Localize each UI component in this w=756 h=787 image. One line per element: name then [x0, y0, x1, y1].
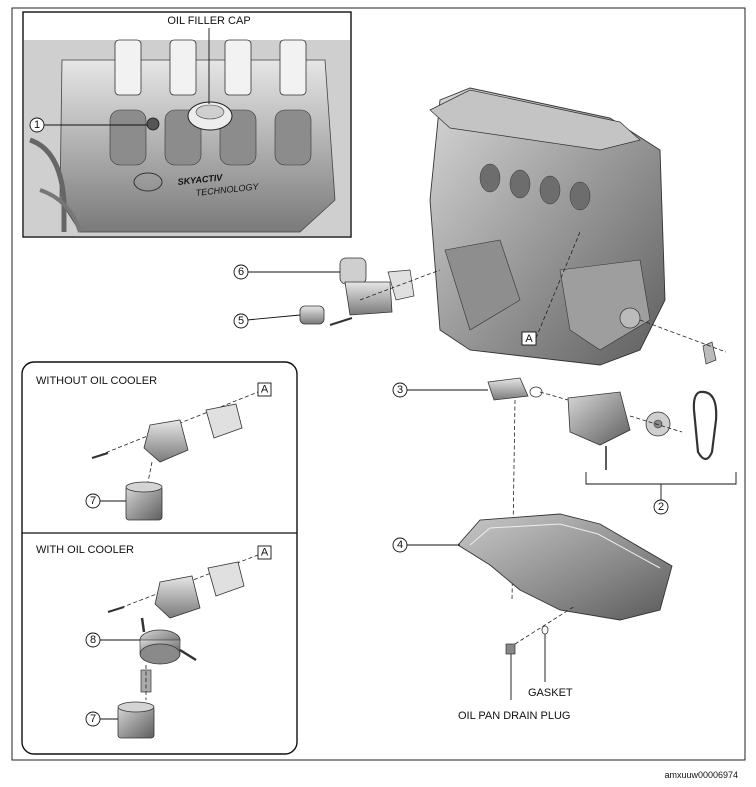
figure-id: amxuuw00006974	[664, 770, 738, 780]
oil-filter-7b	[117, 701, 155, 739]
callout-3: 3	[397, 384, 403, 396]
callout-4: 4	[397, 539, 403, 551]
emblem-line1: SKYACTIV	[177, 172, 224, 187]
part-5-pressure-switch	[299, 305, 325, 325]
callout-8: 8	[90, 634, 96, 646]
callout-1: 1	[34, 119, 40, 131]
ref-mark-a-main: A	[525, 333, 533, 345]
callout-1-circle	[29, 117, 45, 133]
callout-7a-circle	[85, 493, 101, 509]
ref-mark-a-without: A	[261, 384, 269, 396]
gasket-part	[541, 625, 549, 635]
oil-pan-drain-plug-part	[505, 643, 516, 655]
part-4-oil-pan	[457, 513, 673, 621]
oil-filler-cap-label: OIL FILLER CAP	[167, 15, 250, 27]
ref-mark-a-with: A	[261, 547, 269, 559]
engine-block	[429, 87, 666, 366]
with-oil-cooler-label: WITH OIL COOLER	[36, 544, 134, 556]
inset-frame-left	[21, 361, 298, 755]
callout-5: 5	[238, 315, 244, 327]
bolt-part-1	[146, 117, 160, 131]
ref-mark-a-without-box	[257, 382, 272, 397]
without-oil-cooler-label: WITHOUT OIL COOLER	[36, 375, 157, 387]
inset-oil-cooler-variants: WITHOUT OIL COOLER A 7 WITH OIL COOLER A	[21, 361, 298, 755]
callout-8-circle	[85, 632, 101, 648]
ref-mark-a-main-box	[521, 331, 537, 346]
oil-cooler-8	[139, 617, 197, 665]
outer-frame	[11, 7, 746, 761]
callout-7b-circle	[85, 711, 101, 727]
callout-6: 6	[238, 266, 244, 278]
gasket-label: GASKET	[528, 687, 573, 699]
callout-2: 2	[658, 501, 664, 513]
callout-2-circle	[653, 499, 669, 515]
oil-pan-drain-plug-label: OIL PAN DRAIN PLUG	[458, 710, 570, 722]
part-2-oil-pump-group	[567, 341, 718, 470]
callout-6-circle	[233, 264, 249, 280]
part-3-oil-strainer	[487, 377, 543, 401]
part-6-valve-body	[329, 257, 415, 326]
callout-5-circle	[233, 313, 249, 329]
callout-7a: 7	[90, 495, 96, 507]
ref-mark-a-with-box	[257, 545, 272, 560]
callout-7b: 7	[90, 713, 96, 725]
inset-oil-filler-cap: SKYACTIV TECHNOLOGY OIL FILLER CAP 1	[22, 11, 352, 238]
callout-3-circle	[392, 382, 408, 398]
callout-4-circle	[392, 537, 408, 553]
oil-filter-7a	[125, 481, 163, 521]
